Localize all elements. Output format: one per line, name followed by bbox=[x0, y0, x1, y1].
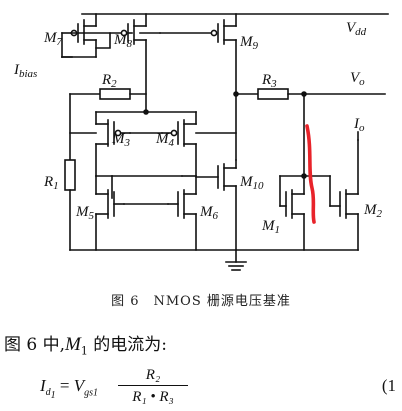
para-symbol: M bbox=[65, 334, 81, 355]
red-annotation-stroke bbox=[305, 124, 316, 224]
io-label: Io bbox=[353, 116, 365, 134]
r2-label: R2 bbox=[101, 72, 117, 90]
para-prefix: 图 6 中, bbox=[4, 335, 66, 355]
r1-label: R1 bbox=[43, 174, 59, 192]
m5-label: M5 bbox=[75, 204, 95, 222]
m3-label: M3 bbox=[111, 131, 131, 149]
body-paragraph: 图 6 中,M1 的电流为: bbox=[4, 330, 167, 357]
m6-transistor bbox=[167, 175, 197, 251]
m4-label: M4 bbox=[155, 131, 175, 149]
r2-resistor bbox=[99, 88, 131, 100]
r3-label: R3 bbox=[261, 72, 277, 90]
m5-transistor bbox=[95, 175, 125, 251]
m10-label: M10 bbox=[239, 174, 264, 192]
fraction-bar bbox=[118, 385, 188, 386]
equation-number: (1 bbox=[381, 376, 396, 395]
ibias-label: Ibias bbox=[13, 62, 37, 80]
m9-transistor bbox=[210, 13, 237, 161]
equation-denominator: R₁ • R₃ bbox=[132, 389, 174, 405]
vdd-label: Vdd bbox=[346, 20, 367, 38]
equation-fraction: R₂ R₁ • R₃ bbox=[118, 366, 188, 407]
m2-transistor bbox=[329, 139, 359, 251]
equation-numerator: R₂ bbox=[145, 367, 161, 383]
figure-caption: 图 6 NMOS 栅源电压基准 bbox=[111, 294, 291, 309]
r3-resistor bbox=[257, 88, 289, 100]
m10-transistor bbox=[195, 159, 237, 251]
m3-transistor bbox=[95, 111, 131, 177]
m8-label: M8 bbox=[113, 32, 133, 50]
m2-label: M2 bbox=[363, 202, 383, 220]
para-suffix: 的电流为: bbox=[87, 335, 167, 355]
ground-icon bbox=[225, 249, 247, 271]
equation-1: Id1 = Vgs1 R₂ R₁ • R₃ (1 bbox=[40, 366, 402, 410]
m6-label: M6 bbox=[199, 204, 219, 222]
m1-transistor bbox=[279, 175, 305, 251]
nmos-reference-circuit: Vdd Ibias Vo Io M7 M8 M9 M3 M4 M5 M6 M10… bbox=[13, 13, 389, 271]
vo-label: Vo bbox=[350, 70, 365, 88]
m9-label: M9 bbox=[239, 34, 259, 52]
m7-transistor bbox=[61, 13, 97, 58]
m4-transistor bbox=[161, 111, 197, 177]
m1-label: M1 bbox=[261, 218, 280, 236]
para-symbol-sub: 1 bbox=[80, 344, 88, 358]
equation-lhs: Id1 = Vgs1 bbox=[40, 376, 99, 402]
m7-label: M7 bbox=[43, 30, 63, 48]
r1-resistor bbox=[64, 159, 76, 191]
